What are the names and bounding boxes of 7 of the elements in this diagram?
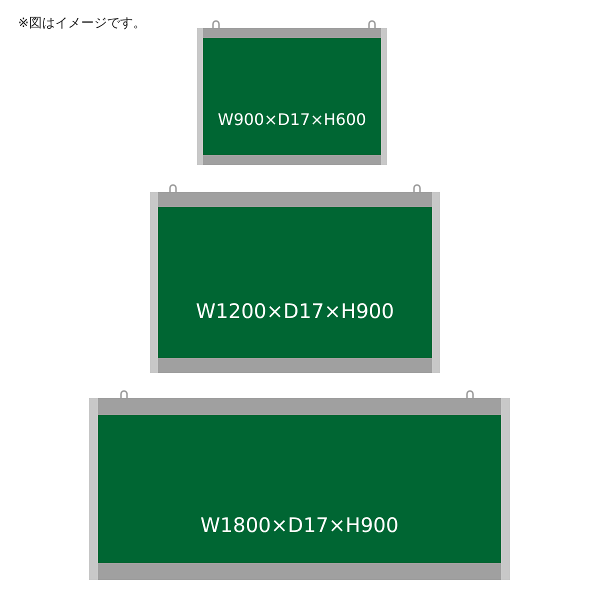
dimension-text: W900×D17×H600 xyxy=(216,110,368,129)
chalkboard xyxy=(89,398,510,580)
dimension-text: W1200×D17×H900 xyxy=(194,299,396,323)
chalkboard xyxy=(150,192,440,373)
note-text: ※図はイメージです。 xyxy=(18,15,146,32)
chalkboard xyxy=(197,28,387,165)
dimension-text: W1800×D17×H900 xyxy=(199,513,400,537)
